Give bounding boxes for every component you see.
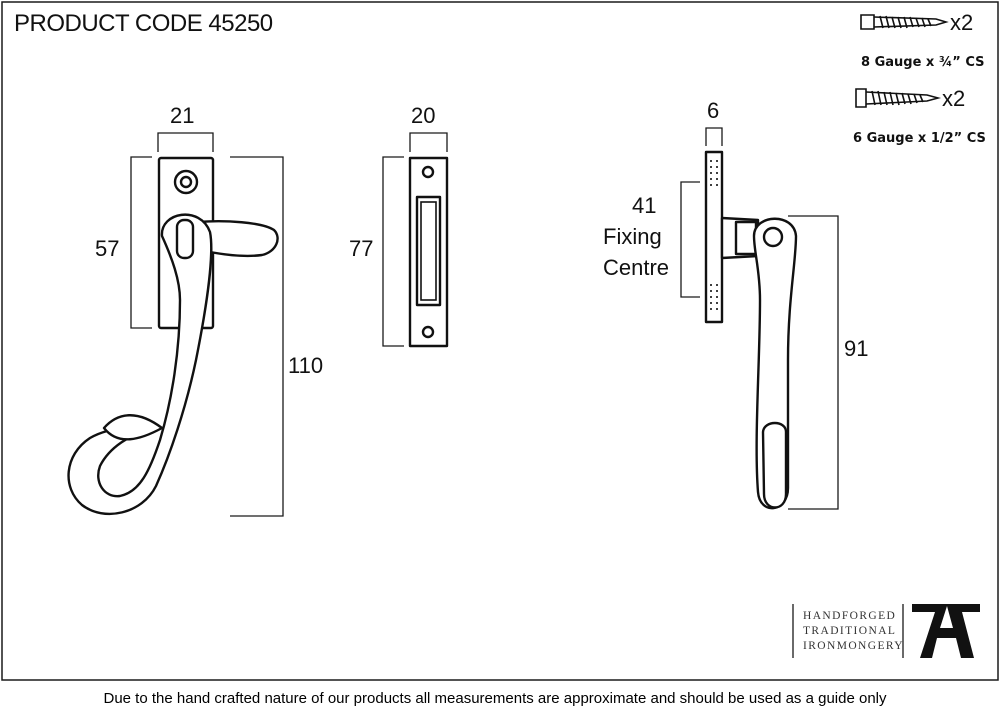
brand-line-3: IRONMONGERY xyxy=(803,640,904,652)
dimension-side-arm-length-label: 91 xyxy=(844,336,868,361)
keep-screw-hole-top xyxy=(421,165,435,179)
brand-line-1: HANDFORGED xyxy=(803,610,896,622)
casement-handle-side-view xyxy=(704,150,798,510)
dimension-keep-width xyxy=(409,132,448,152)
handle-wing xyxy=(196,220,279,258)
drawing-frame xyxy=(1,1,999,681)
handle-pivot-boss xyxy=(175,218,195,260)
dimension-side-arm-length xyxy=(788,215,839,510)
dimension-backplate-height-label: 57 xyxy=(95,236,119,261)
brand-line-2: TRADITIONAL xyxy=(803,625,896,637)
dimension-fixing-centre-value: 41 xyxy=(632,193,656,218)
dimension-handle-width xyxy=(157,132,214,152)
anvil-a-icon xyxy=(912,604,980,658)
dimension-backplate-height xyxy=(130,156,152,329)
screw-6-gauge-count: x2 xyxy=(942,86,965,111)
screw-6-gauge-icon xyxy=(855,88,942,108)
side-handle-grip xyxy=(761,421,788,509)
dimension-side-projection-label: 6 xyxy=(707,98,719,123)
keep-screw-hole-bottom xyxy=(421,325,435,339)
handle-leaf-tip xyxy=(102,414,164,441)
screw-8-gauge-label: 8 Gauge x ¾” CS xyxy=(861,55,985,70)
side-backplate xyxy=(704,150,724,324)
brand-block: HANDFORGED TRADITIONAL IRONMONGERY xyxy=(792,604,980,658)
dimension-side-projection xyxy=(705,127,723,146)
screw-8-gauge-count: x2 xyxy=(950,10,973,35)
screw-6-gauge-label: 6 Gauge x 1/2” CS xyxy=(853,131,986,146)
dimension-fixing-centre-line1: Fixing xyxy=(603,224,662,249)
keep-slot xyxy=(415,195,442,307)
dimension-overall-length xyxy=(230,156,284,517)
side-pivot-pin xyxy=(762,226,784,248)
dimension-handle-width-label: 21 xyxy=(170,103,194,128)
product-code-title: PRODUCT CODE 45250 xyxy=(14,10,273,37)
dimension-overall-length-label: 110 xyxy=(288,353,323,378)
dimension-keep-width-label: 20 xyxy=(411,103,435,128)
keep-plate xyxy=(408,156,449,348)
dimension-keep-height-label: 77 xyxy=(349,236,373,261)
dimension-keep-height xyxy=(382,156,404,347)
screw-8-gauge-icon xyxy=(860,14,949,30)
dimension-fixing-centre xyxy=(680,181,700,298)
dimension-fixing-centre-line2: Centre xyxy=(603,255,669,280)
casement-handle-front-view xyxy=(67,156,279,515)
handle-shank xyxy=(67,213,213,515)
footer-disclaimer: Due to the hand crafted nature of our pr… xyxy=(104,690,887,707)
